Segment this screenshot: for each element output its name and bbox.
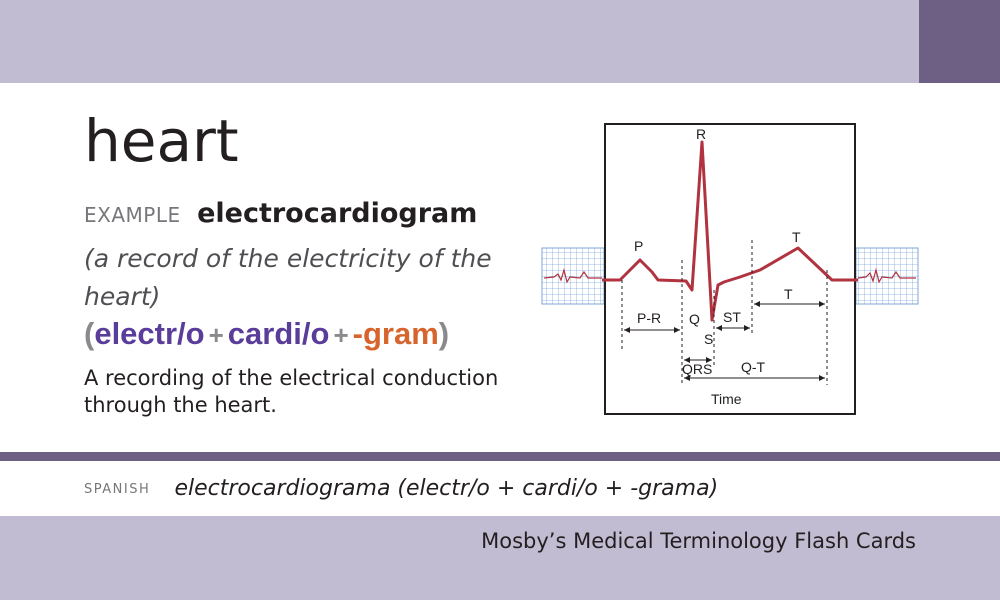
bottom-band [0, 516, 1000, 600]
spanish-label: SPANISH [84, 481, 151, 497]
word-part-gram: -gram [352, 316, 439, 351]
ecg-label-qt: Q-T [741, 359, 766, 375]
example-label: EXAMPLE [84, 203, 181, 227]
open-paren: ( [84, 316, 95, 351]
ecg-arrowheads-qrs [684, 357, 712, 363]
spanish-translation: electrocardiograma (electr/o + cardi/o +… [174, 476, 719, 501]
plus-sign: + [208, 320, 224, 350]
ecg-label-time: Time [711, 391, 742, 407]
description-text: A recording of the electrical conduction… [84, 366, 499, 417]
example-line: EXAMPLE electrocardiogram [84, 200, 477, 227]
ecg-label-qrs: QRS [682, 361, 712, 377]
ecg-arrowheads-pr [624, 327, 680, 333]
ecg-label-pr: P-R [637, 310, 661, 326]
word-parts: (electr/o+cardi/o+-gram) [84, 318, 449, 349]
plus-sign: + [333, 320, 349, 350]
ecg-grid-left [541, 247, 605, 305]
top-band [0, 0, 1000, 83]
ecg-label-r: R [696, 126, 706, 142]
definition-text: (a record of the electricity of the hear… [84, 244, 492, 311]
ecg-label-t-peak: T [792, 229, 801, 245]
word-part-cardio: cardi/o [227, 316, 330, 351]
ecg-label-st: ST [723, 309, 741, 325]
ecg-diagram: R P T P-R Q ST S T QRS Q-T Time [541, 123, 919, 415]
ecg-trace-left [543, 267, 602, 284]
section-divider [0, 452, 1000, 461]
ecg-label-t-interval: T [784, 286, 793, 302]
close-paren: ) [438, 316, 450, 351]
brand-footer: Mosby’s Medical Terminology Flash Cards [481, 529, 916, 553]
ecg-label-p: P [634, 238, 643, 254]
term-heading: heart [84, 107, 239, 175]
ecg-label-s: S [704, 331, 713, 347]
ecg-frame [604, 123, 856, 415]
ecg-label-q: Q [689, 311, 700, 327]
spanish-row: SPANISH electrocardiograma (electr/o + c… [84, 478, 718, 500]
ecg-waveform [602, 140, 858, 322]
ecg-trace-right [857, 267, 916, 284]
example-word: electrocardiogram [197, 198, 478, 229]
ecg-grid-right [855, 247, 919, 305]
top-corner-tab [919, 0, 1000, 83]
word-part-electro: electr/o [94, 316, 205, 351]
